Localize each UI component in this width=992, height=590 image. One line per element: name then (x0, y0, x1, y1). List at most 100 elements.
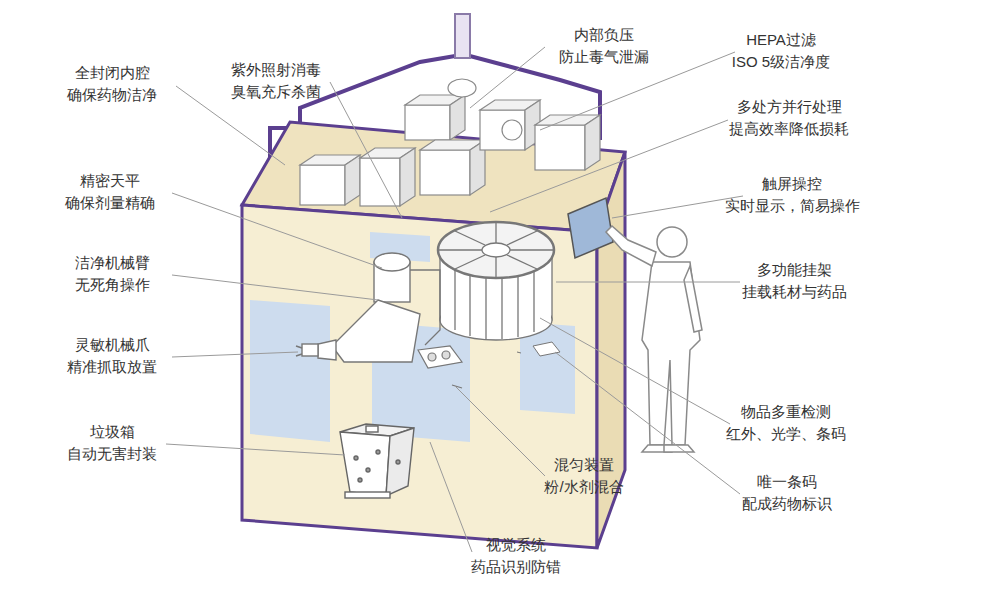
leader-line (172, 352, 298, 357)
leader-line (555, 352, 740, 494)
callout-title: HEPA过滤 (746, 30, 816, 50)
callout-title: 洁净机械臂 (75, 253, 150, 273)
carousel-rack (438, 249, 482, 250)
carousel-rack (454, 262, 455, 330)
touch-screen (568, 198, 613, 258)
leader-line (166, 444, 345, 455)
carousel-rack (507, 255, 537, 269)
leader-line (166, 47, 743, 552)
callout-text: 粉/水剂混合 (544, 477, 623, 497)
callout-text: 精准抓取放置 (67, 357, 157, 377)
callout-text: 药品识别防错 (471, 557, 561, 577)
callout-title: 混匀装置 (554, 455, 614, 475)
waste-bin (354, 456, 358, 460)
robot-arm (318, 340, 336, 360)
callout-text: 确保剂量精确 (65, 193, 155, 213)
callout-title: 多功能挂架 (757, 260, 832, 280)
carousel-rack (533, 263, 534, 332)
callout-text: 确保药物洁净 (67, 85, 157, 105)
carousel-rack (438, 222, 554, 278)
carousel-rack (495, 257, 496, 278)
leader-line (612, 196, 743, 218)
top-equipment (480, 110, 525, 150)
leader-line (430, 442, 472, 552)
callout-title: 精密天平 (80, 171, 140, 191)
leader-line (490, 120, 728, 212)
carousel-rack (507, 231, 537, 245)
window-panel (250, 232, 575, 442)
carousel-rack (455, 231, 485, 245)
callout-title: 物品多重检测 (741, 402, 831, 422)
top-equipment (360, 158, 400, 206)
mixer-device (418, 346, 462, 368)
top-equipment (502, 120, 522, 140)
callout-title: 多处方并行处理 (737, 97, 842, 117)
callout-text: 提高效率降低损耗 (729, 119, 849, 139)
barcode-reader (517, 352, 521, 353)
robot-arm (374, 253, 410, 271)
waste-bin (366, 426, 378, 432)
leader-line (470, 47, 545, 108)
waste-bin (386, 428, 414, 496)
top-equipment (535, 125, 585, 170)
top-equipment (420, 150, 470, 195)
barcode-reader (533, 342, 560, 356)
callout-title: 全封闭内腔 (75, 63, 150, 83)
waste-bin (366, 468, 370, 472)
callout-text: 臭氧充斥杀菌 (231, 82, 321, 102)
robot-arm (296, 253, 420, 362)
callout-text: 配成药物标识 (742, 494, 832, 514)
callout-title: 视觉系统 (486, 535, 546, 555)
mixer-device (428, 353, 436, 361)
robot-arm (332, 300, 420, 362)
barcode-reader (517, 342, 560, 356)
callout-text: 红外、光学、条码 (726, 424, 846, 444)
callout-title: 唯一条码 (757, 472, 817, 492)
operator-figure (657, 227, 687, 257)
cabinet-body (242, 205, 597, 548)
robot-arm (296, 354, 302, 356)
leader-line (556, 282, 740, 283)
callout-text: 挂载耗材与药品 (742, 282, 847, 302)
top-equipment (300, 165, 345, 205)
waste-bin (376, 450, 380, 454)
callout-title: 垃圾箱 (90, 422, 135, 442)
carousel-rack (455, 255, 485, 269)
top-equipment (450, 95, 465, 140)
top-equipment (405, 105, 450, 140)
window-panel (250, 300, 330, 442)
top-equipment (400, 148, 415, 206)
leader-line (330, 82, 402, 218)
callout-title: 紫外照射消毒 (231, 60, 321, 80)
operator-figure (606, 226, 702, 452)
callout-text: 防止毒气泄漏 (559, 47, 649, 67)
carousel-rack (510, 249, 554, 250)
top-equipment (448, 79, 476, 97)
leader-line (172, 275, 378, 300)
callout-text: 实时显示，简易操作 (725, 196, 860, 216)
waste-bin (345, 492, 390, 498)
waste-bin (358, 478, 362, 482)
callout-text: 无死角操作 (75, 275, 150, 295)
operator-figure (606, 226, 656, 266)
robot-arm (302, 344, 318, 356)
callout-text: ISO 5级洁净度 (732, 52, 830, 72)
carousel-rack (482, 243, 510, 257)
operator-figure (684, 266, 702, 332)
callout-title: 灵敏机械爪 (75, 335, 150, 355)
callout-text: 自动无害封装 (67, 444, 157, 464)
mixer-device (442, 351, 450, 359)
leader-line (455, 386, 545, 476)
leader-line (172, 193, 382, 268)
callout-title: 触屏操控 (762, 174, 822, 194)
leader-line (540, 318, 730, 424)
waste-bin (340, 432, 390, 496)
waste-bin (396, 460, 400, 464)
carousel-rack (495, 222, 496, 243)
robot-arm (296, 346, 302, 348)
callout-title: 内部负压 (574, 25, 634, 45)
waste-bin (340, 424, 414, 498)
cabinet-body (455, 14, 470, 58)
operator-figure (664, 445, 694, 452)
touch-screen (568, 198, 613, 258)
